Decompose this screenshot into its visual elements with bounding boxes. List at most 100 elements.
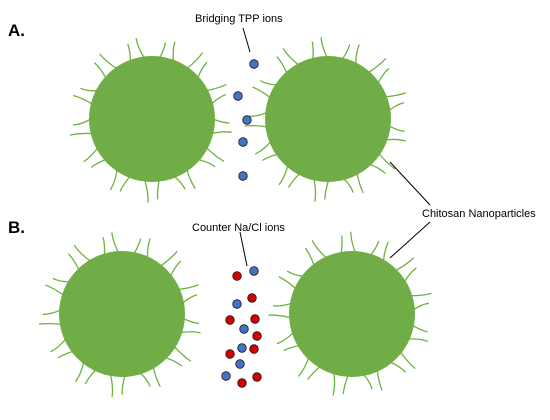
na-ion bbox=[235, 359, 245, 369]
cl-ion bbox=[237, 378, 247, 388]
chitosan-strand bbox=[135, 38, 146, 60]
chitosan-strand bbox=[152, 365, 161, 387]
counter-ion-leader-line bbox=[239, 231, 248, 267]
chitosan-strand bbox=[311, 41, 314, 61]
chitosan-strand bbox=[109, 168, 118, 191]
chitosan-strand bbox=[177, 284, 199, 291]
chitosan-strand bbox=[186, 168, 196, 189]
chitosan-strand bbox=[282, 48, 300, 66]
chitosan-nanoparticle bbox=[59, 251, 185, 377]
chitosan-strand bbox=[197, 61, 208, 80]
cl-ion bbox=[232, 271, 242, 281]
chitosan-strand bbox=[172, 175, 186, 190]
cl-ion bbox=[252, 331, 262, 341]
chitosan-strand bbox=[121, 374, 126, 395]
chitosan-strand bbox=[68, 253, 80, 272]
counter-ions-label: Counter Na/Cl ions bbox=[192, 222, 285, 234]
chitosan-strand bbox=[384, 92, 406, 98]
chitosan-strand bbox=[172, 41, 176, 63]
chitosan-strand bbox=[252, 86, 272, 99]
chitosan-strand bbox=[286, 270, 305, 278]
chitosan-strand bbox=[73, 94, 94, 106]
tpp-ion bbox=[242, 115, 252, 125]
chitosan-strand bbox=[69, 132, 94, 136]
chitosan-strand bbox=[173, 345, 192, 362]
nanoparticle-leader-line-a bbox=[389, 161, 431, 206]
chitosan-strand bbox=[367, 58, 387, 74]
chitosan-strand bbox=[268, 314, 292, 319]
chitosan-strand bbox=[244, 124, 269, 128]
chitosan-strand bbox=[260, 80, 279, 86]
na-ion bbox=[239, 324, 249, 334]
particles-layer bbox=[59, 56, 415, 377]
chitosan-strand bbox=[102, 237, 106, 257]
chitosan-strand bbox=[324, 179, 330, 200]
chitosan-strand bbox=[273, 302, 293, 307]
chitosan-strand bbox=[75, 361, 85, 383]
chitosan-strand bbox=[320, 36, 328, 59]
tpp-leader-line bbox=[242, 27, 251, 53]
chitosan-strand bbox=[356, 172, 364, 194]
chitosan-strand bbox=[341, 44, 351, 61]
chitosan-strand bbox=[179, 331, 201, 334]
chitosan-strand bbox=[38, 322, 63, 326]
chitosan-strand bbox=[376, 368, 383, 391]
chitosan-strand bbox=[369, 240, 380, 257]
chitosan-strand bbox=[72, 118, 92, 126]
cl-ion bbox=[225, 349, 235, 359]
chitosan-strand bbox=[362, 373, 373, 390]
chitosan-strand bbox=[94, 62, 107, 80]
chitosan-strand bbox=[109, 373, 114, 398]
chitosan-strand bbox=[342, 374, 350, 395]
chitosan-strand bbox=[248, 111, 269, 117]
chitosan-strand bbox=[298, 356, 310, 377]
chitosan-strand bbox=[255, 140, 272, 155]
chitosan-strand bbox=[156, 178, 161, 200]
chitosan-strand bbox=[143, 178, 149, 203]
chitosan-strand bbox=[182, 317, 200, 325]
nanoparticle-leader-line-b bbox=[389, 221, 431, 259]
chitosan-strand bbox=[311, 240, 328, 260]
chitosan-strand bbox=[210, 94, 226, 106]
chitosan-strand bbox=[313, 177, 317, 202]
chitosan-strand bbox=[111, 232, 120, 254]
chitosan-strand bbox=[382, 241, 389, 263]
chitosan-strand bbox=[355, 44, 360, 66]
chitosan-strand bbox=[80, 87, 99, 92]
chitosan-strand bbox=[340, 235, 343, 255]
chitosan-strand bbox=[387, 102, 405, 112]
panel-b-label: B. bbox=[8, 218, 25, 237]
chitosan-strand bbox=[84, 368, 98, 385]
chitosan-nanoparticle bbox=[89, 56, 215, 182]
ions-layer bbox=[221, 59, 262, 388]
chitosan-strand bbox=[159, 251, 178, 267]
chitosan-strand bbox=[127, 43, 132, 63]
chitosan-strand bbox=[332, 371, 336, 396]
chitosan-strand bbox=[350, 231, 357, 254]
cl-ion bbox=[249, 344, 259, 354]
chitosan-strand bbox=[377, 152, 396, 170]
chitosan-strand bbox=[276, 331, 295, 345]
chitosan-strand bbox=[138, 371, 151, 387]
tpp-ion bbox=[238, 171, 248, 181]
tpp-ion bbox=[238, 137, 248, 147]
chitosan-strand bbox=[52, 277, 71, 283]
chitosan-strand bbox=[181, 294, 198, 305]
chitosan-strand bbox=[411, 324, 428, 333]
chitosan-strand bbox=[169, 260, 182, 278]
chitosan-strand bbox=[45, 284, 65, 296]
chitosan-strand bbox=[305, 247, 315, 267]
cl-ion bbox=[252, 372, 262, 382]
chitosan-strand bbox=[389, 361, 406, 373]
chitosan-nanoparticle bbox=[289, 251, 415, 377]
chitosan-strand bbox=[368, 163, 386, 174]
chitosan-strand bbox=[158, 42, 166, 60]
chitosan-nanoparticles-label: Chitosan Nanoparticles bbox=[422, 208, 536, 220]
chitosan-strand bbox=[42, 309, 62, 316]
chitosan-strand bbox=[283, 344, 301, 352]
chitosan-strand bbox=[262, 153, 279, 161]
chitosan-strand bbox=[119, 175, 132, 192]
chitosan-strand bbox=[73, 244, 92, 263]
na-ion bbox=[237, 343, 247, 353]
